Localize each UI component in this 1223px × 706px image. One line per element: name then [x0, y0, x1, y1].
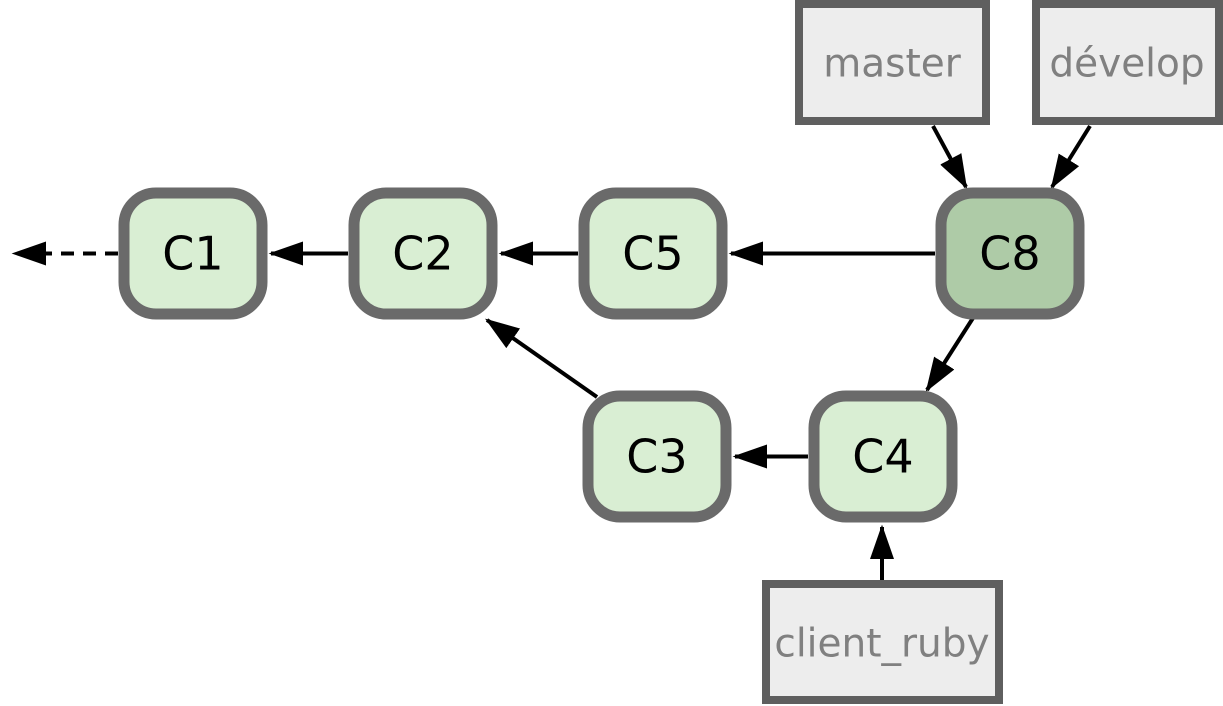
commit-node-c8-shape — [935, 187, 1085, 320]
edge-c8-c4 — [925, 316, 975, 393]
commit-node-c2-shape — [348, 187, 498, 320]
branch-label-develop-text: dévelop — [1049, 42, 1204, 87]
edge-master-c8 — [931, 125, 968, 190]
edge-develop-c8 — [1050, 124, 1092, 190]
commit-node-c5-label: C5 — [622, 227, 683, 281]
commit-node-c2: C2 — [348, 187, 498, 320]
branch-label-develop: dévelop — [1032, 0, 1223, 125]
branch-label-master-text: master — [823, 42, 961, 87]
commit-node-c1: C1 — [118, 187, 268, 320]
commit-node-c1-label: C1 — [162, 227, 223, 281]
commit-node-c5: C5 — [578, 187, 728, 320]
branch-label-client-ruby-text: client_ruby — [774, 622, 989, 667]
branch-label-client-ruby: client_ruby — [762, 580, 1003, 704]
commit-node-c4-shape — [808, 390, 958, 523]
branch-label-client-ruby-box — [762, 580, 1003, 704]
commit-node-c8-label: C8 — [979, 227, 1040, 281]
commit-node-c4-label: C4 — [852, 430, 913, 484]
commit-node-c4: C4 — [808, 390, 958, 523]
edge-c3-c2 — [485, 318, 599, 399]
commit-node-c8: C8 — [935, 187, 1085, 320]
commit-node-c3: C3 — [582, 390, 732, 523]
edges — [11, 124, 1092, 580]
commit-node-c5-shape — [578, 187, 728, 320]
commit-node-c1-shape — [118, 187, 268, 320]
branch-label-master: master — [795, 0, 990, 125]
branch-label-master-box — [795, 0, 990, 125]
commit-node-c2-label: C2 — [392, 227, 453, 281]
commit-node-c3-shape — [582, 390, 732, 523]
branch-label-develop-box — [1032, 0, 1223, 125]
commit-node-c3-label: C3 — [626, 430, 687, 484]
